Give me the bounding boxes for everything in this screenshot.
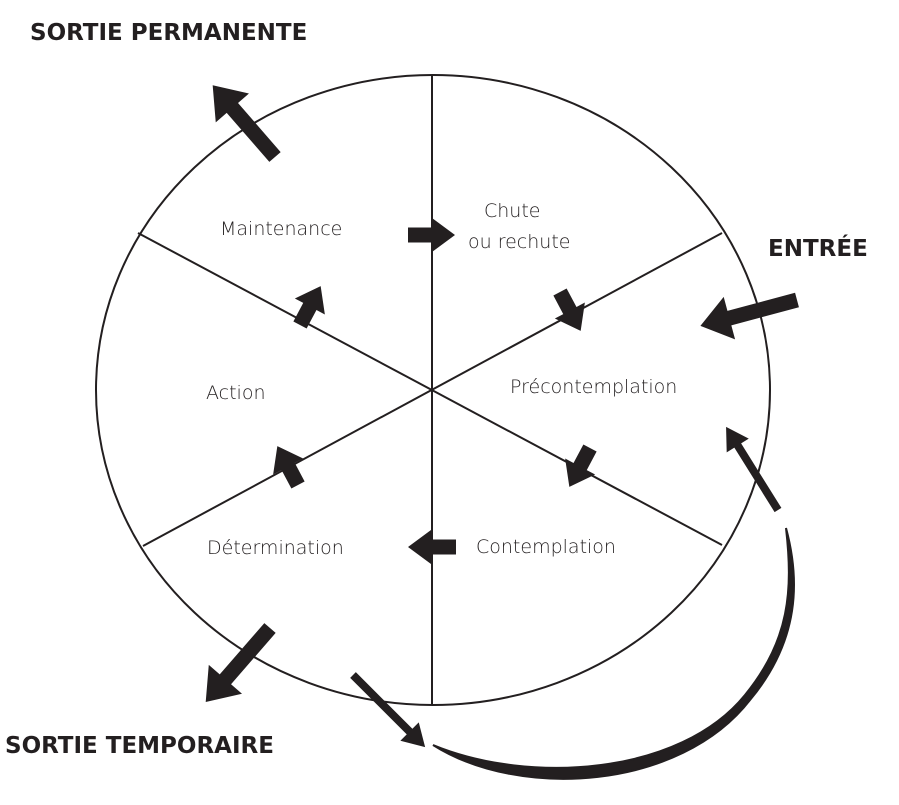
divider-diagonal-2 bbox=[142, 232, 723, 547]
label-sortie-permanente: SORTIE PERMANENTE bbox=[30, 20, 308, 46]
arrow-sortie-temporaire-icon bbox=[205, 623, 276, 702]
arrow-action-to-maintenance-icon bbox=[293, 286, 325, 329]
stage-precontemplation: Précontemplation bbox=[510, 376, 678, 398]
arrow-loop-to-precontemplation-icon bbox=[726, 426, 782, 513]
stage-contemplation: Contemplation bbox=[476, 536, 616, 558]
stage-determination: Détermination bbox=[207, 537, 344, 559]
arrow-sortie-permanente-icon bbox=[212, 85, 281, 162]
stage-action: Action bbox=[206, 382, 266, 404]
arrow-relapse-to-precontemplation-icon bbox=[553, 288, 585, 331]
arrow-precontemplation-to-contemplation-icon bbox=[565, 444, 597, 487]
stage-maintenance: Maintenance bbox=[220, 218, 343, 240]
divider-diagonal-1 bbox=[137, 232, 723, 546]
stage-relapse-line2: ou rechute bbox=[468, 231, 571, 253]
label-sortie-temporaire: SORTIE TEMPORAIRE bbox=[5, 733, 274, 759]
stage-relapse-line1: Chute bbox=[484, 200, 541, 222]
relapse-return-swoosh bbox=[432, 527, 796, 780]
arrow-entree-icon bbox=[700, 292, 799, 340]
arrow-contemplation-to-determination-icon bbox=[408, 530, 456, 564]
label-entree: ENTRÉE bbox=[768, 236, 868, 262]
arrow-determination-to-action-icon bbox=[273, 446, 305, 489]
arrow-to-relapse-loop-icon bbox=[350, 672, 426, 748]
arrow-maintenance-to-relapse-icon bbox=[408, 218, 455, 252]
